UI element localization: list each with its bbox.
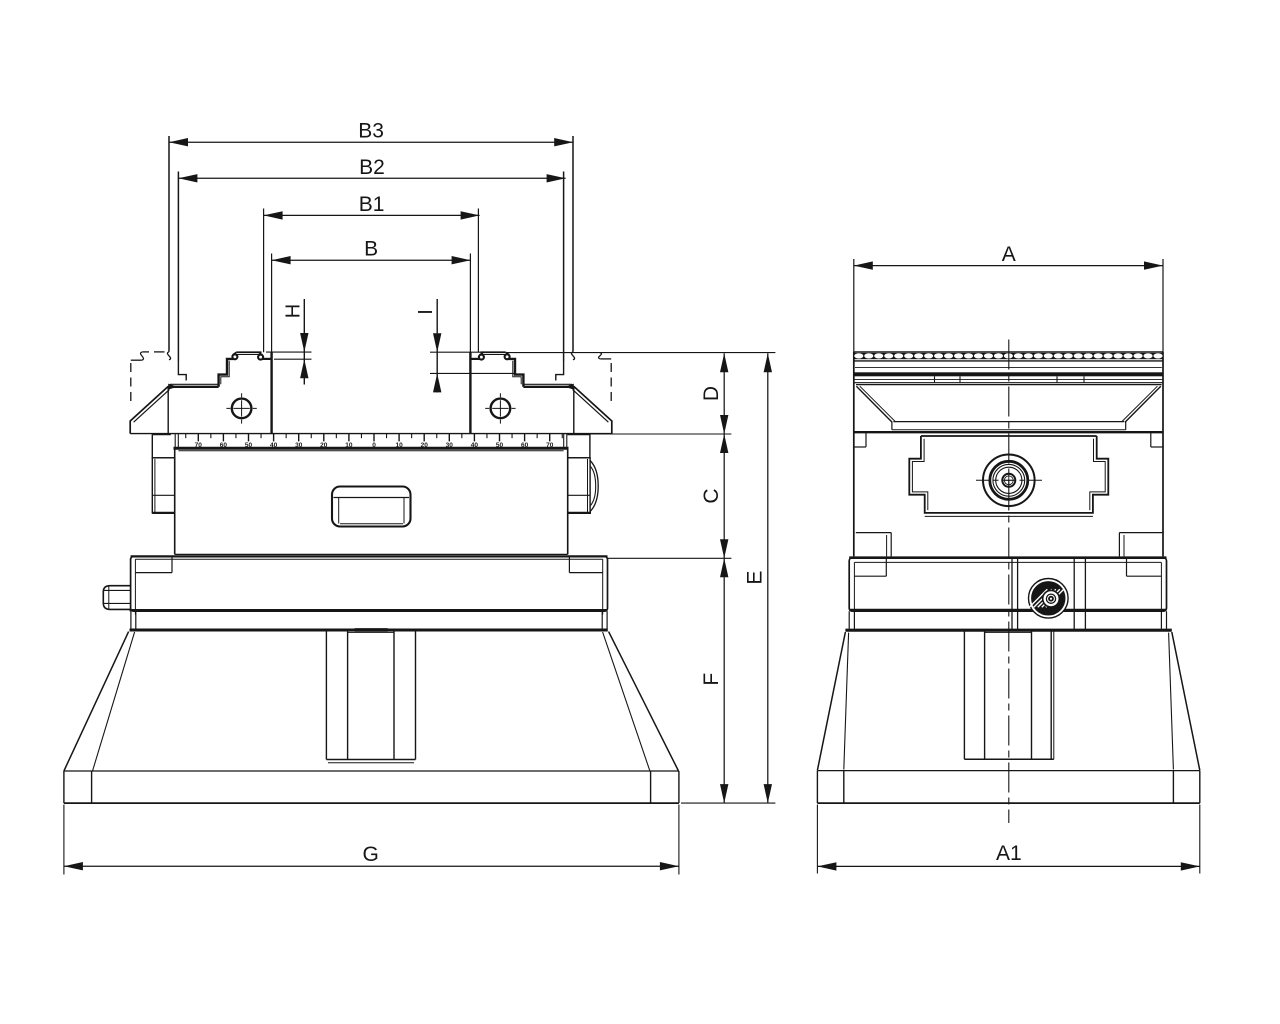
svg-text:50: 50	[245, 442, 253, 449]
svg-text:D: D	[700, 386, 723, 401]
svg-text:I: I	[415, 309, 437, 315]
svg-text:70: 70	[195, 442, 203, 449]
svg-text:40: 40	[471, 442, 479, 449]
svg-text:H: H	[283, 304, 305, 318]
svg-text:C: C	[700, 488, 723, 503]
svg-text:B3: B3	[358, 120, 384, 143]
svg-text:E: E	[743, 571, 766, 585]
svg-text:20: 20	[421, 442, 429, 449]
svg-text:50: 50	[496, 442, 504, 449]
svg-text:30: 30	[295, 442, 303, 449]
svg-text:60: 60	[220, 442, 228, 449]
svg-text:40: 40	[270, 442, 278, 449]
svg-text:20: 20	[320, 442, 328, 449]
svg-text:70: 70	[546, 442, 554, 449]
svg-text:B1: B1	[359, 193, 385, 216]
svg-text:A1: A1	[996, 842, 1022, 865]
svg-text:30: 30	[446, 442, 454, 449]
svg-text:0: 0	[372, 442, 376, 449]
svg-text:B: B	[364, 238, 378, 261]
svg-text:10: 10	[345, 442, 353, 449]
svg-text:B2: B2	[359, 156, 385, 179]
svg-text:A: A	[1002, 243, 1016, 266]
svg-text:G: G	[363, 843, 379, 866]
svg-text:F: F	[700, 673, 723, 686]
svg-text:60: 60	[521, 442, 529, 449]
svg-text:10: 10	[395, 442, 403, 449]
